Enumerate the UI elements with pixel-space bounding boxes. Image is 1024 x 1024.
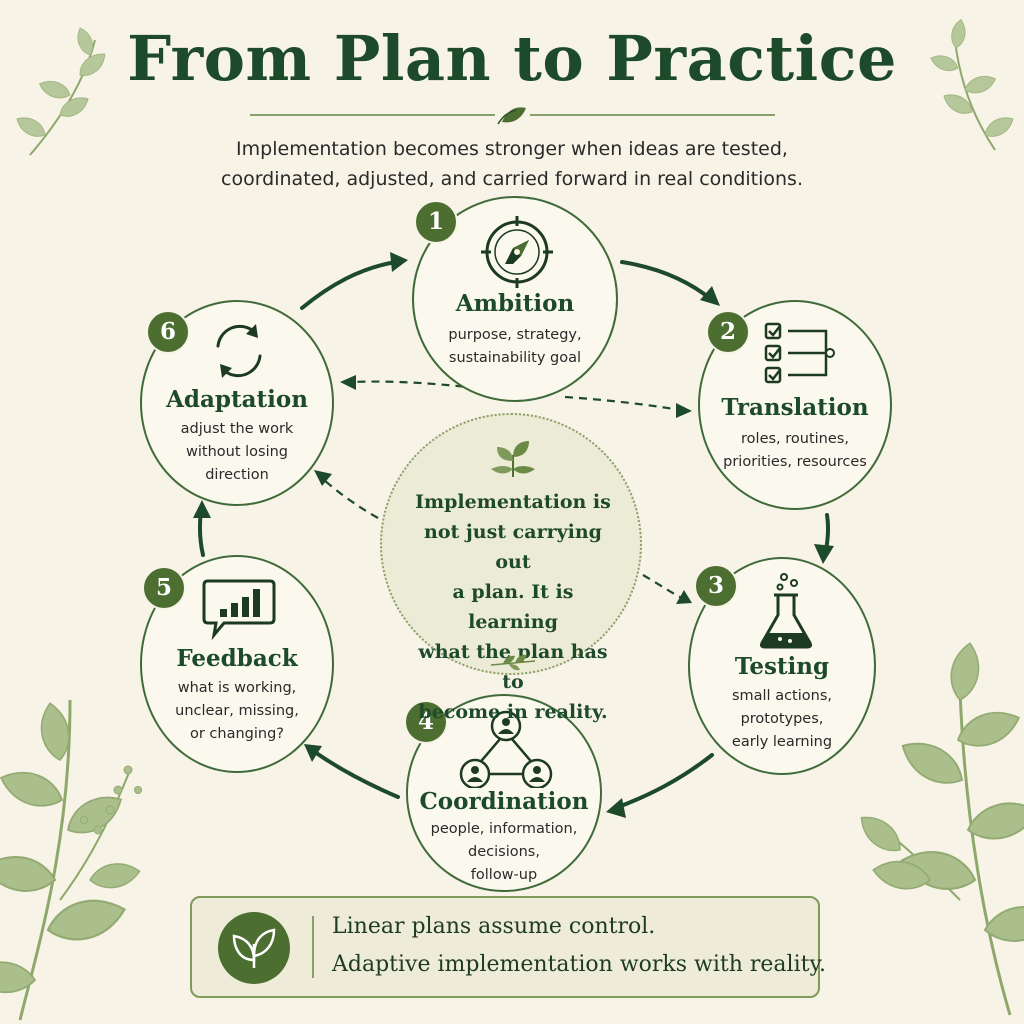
network-icon [459, 710, 553, 788]
leaf-divider-icon [490, 654, 536, 671]
callout-line-2: Adaptive implementation works with reali… [332, 952, 826, 977]
stage-number-badge: 1 [414, 200, 458, 244]
bottom-callout: Linear plans assume control. Adaptive im… [190, 896, 826, 998]
title-divider-leaf-icon [497, 107, 526, 125]
cycle-arrowheads [193, 252, 834, 818]
dashed-arrowheads [314, 375, 692, 604]
arrow-1-to-2 [620, 260, 714, 302]
cycle-arrows-icon [216, 324, 262, 378]
arrow-4-to-5 [310, 748, 400, 799]
callout-line-1: Linear plans assume control. [332, 914, 656, 939]
flask-icon [759, 573, 813, 649]
page-title: From Plan to Practice [127, 22, 897, 95]
stage-testing: Testing small actions, prototypes, early… [688, 557, 876, 775]
arrow-3-to-4 [614, 753, 714, 810]
stage-desc: people, information, decisions, follow-u… [430, 821, 578, 883]
callout-divider [312, 916, 314, 978]
leaf-sprig-icon [491, 441, 535, 477]
leaf-decoration-bottom-left [0, 699, 143, 1021]
chart-bubble-icon [202, 579, 276, 641]
stage-feedback: Feedback what is working, unclear, missi… [140, 555, 334, 773]
center-insight-text: Implementation is not just carrying out … [415, 491, 611, 723]
stage-title: Feedback [176, 645, 298, 672]
stage-title: Adaptation [166, 386, 308, 413]
title-rule-left [250, 114, 495, 116]
stage-desc: what is working, unclear, missing, or ch… [175, 680, 299, 742]
compass-icon [481, 216, 553, 288]
stage-desc: roles, routines, priorities, resources [723, 431, 867, 470]
stage-desc: adjust the work without losing direction [180, 421, 294, 483]
center-insight: Implementation is not just carrying out … [380, 413, 642, 723]
leaf-decoration-bottom-right [853, 640, 1024, 1016]
stage-number-badge: 4 [404, 700, 448, 744]
stage-title: Testing [734, 653, 830, 680]
stage-title: Ambition [455, 290, 575, 317]
checklist-icon [764, 322, 835, 384]
title-rule-right [530, 114, 775, 116]
stage-desc: small actions, prototypes, early learnin… [731, 688, 833, 750]
stage-number-badge: 2 [706, 310, 750, 354]
stage-title: Translation [721, 394, 869, 421]
arrow-6-to-1 [300, 260, 398, 310]
leaf-icon [218, 912, 290, 984]
leaf-decoration-top-right [928, 18, 1018, 151]
stage-number-badge: 5 [142, 566, 186, 610]
stage-title: Coordination [419, 788, 589, 815]
stage-desc: purpose, strategy, sustainability goal [448, 327, 582, 366]
stage-number-badge: 6 [146, 310, 190, 354]
leaf-decoration-top-left [12, 25, 111, 156]
subtitle: Implementation becomes stronger when ide… [221, 138, 803, 190]
stage-number-badge: 3 [694, 564, 738, 608]
